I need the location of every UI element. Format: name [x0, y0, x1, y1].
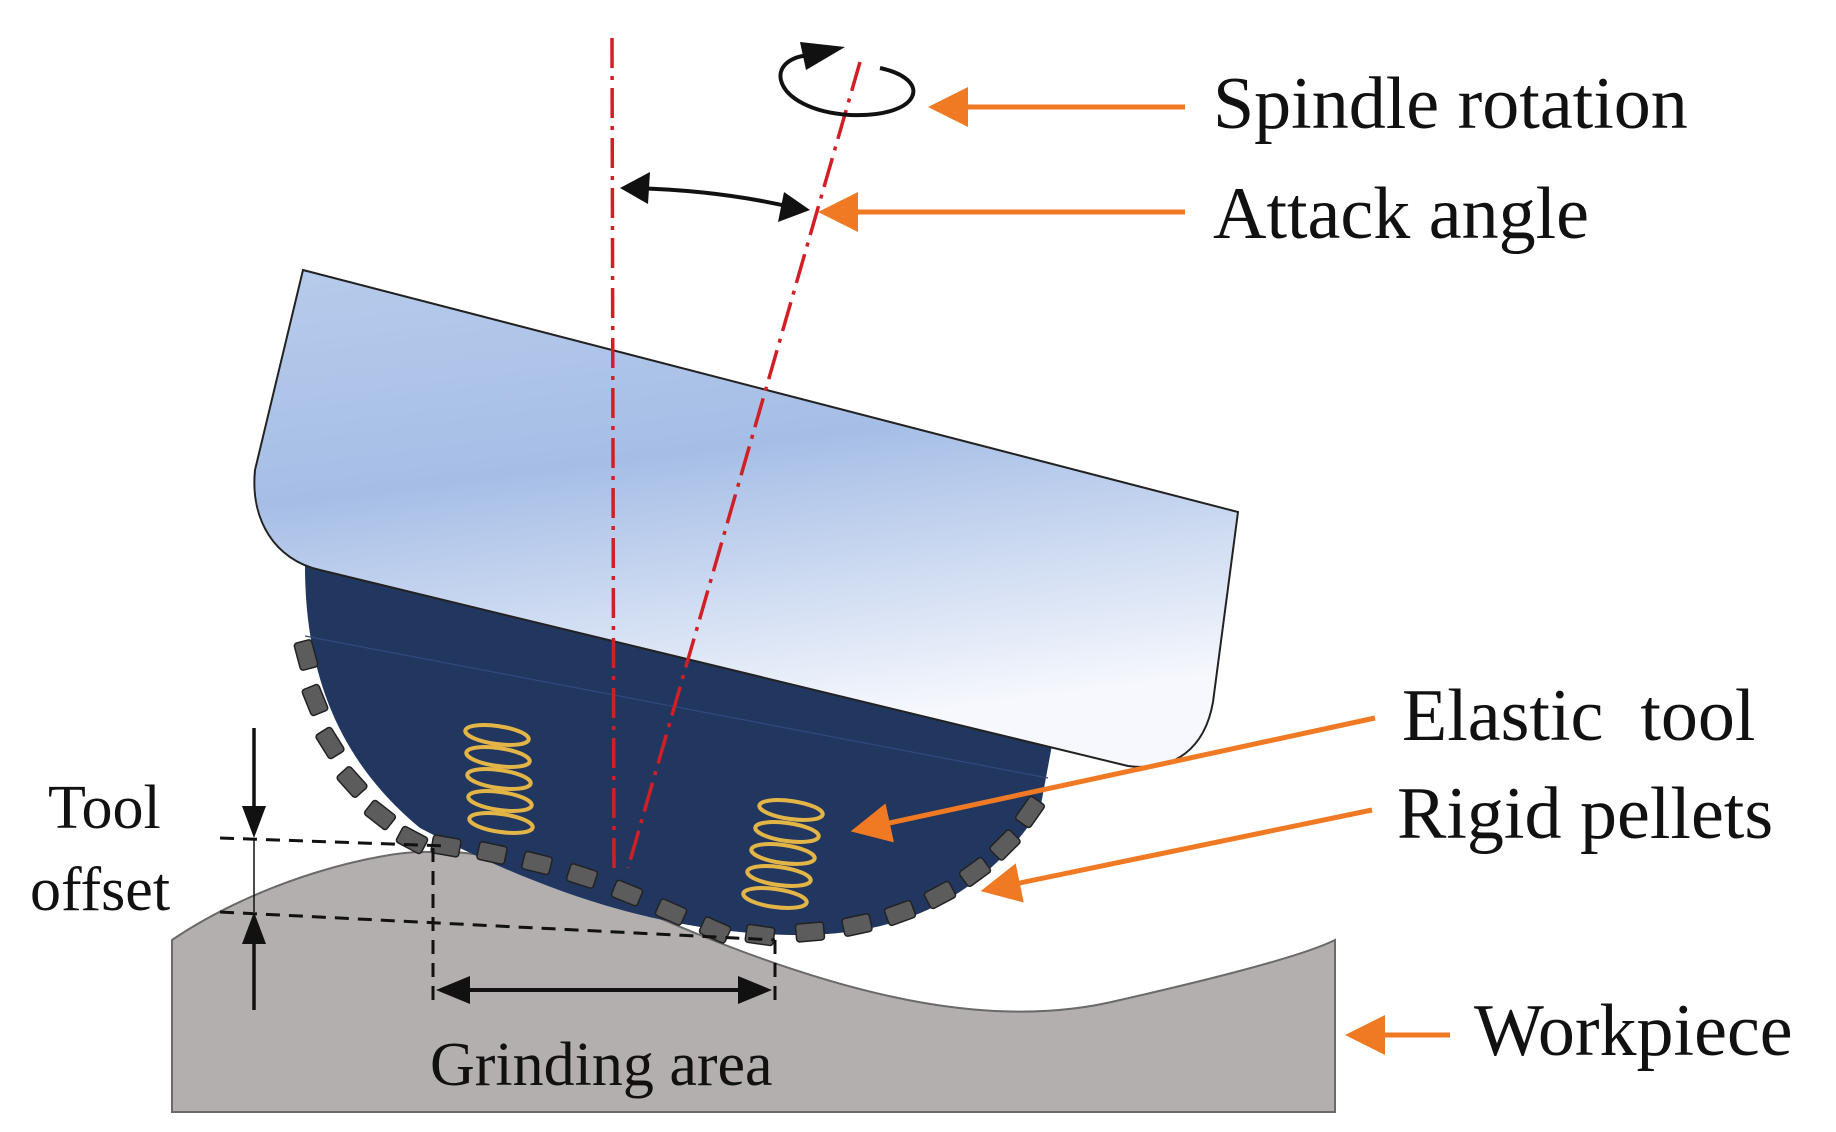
attack-angle-arrowhead-left-icon — [620, 172, 650, 204]
attack-angle-arrowhead-right-icon — [778, 192, 810, 222]
elastic-tool-label: Elastic tool — [1402, 675, 1756, 757]
elastic-tool-body — [305, 566, 1052, 935]
rigid-pellets — [293, 639, 1045, 947]
tool-offset-arrowhead-down-icon — [242, 806, 266, 838]
rigid-pellets-label: Rigid pellets — [1397, 773, 1773, 855]
spindle-rotation-label: Spindle rotation — [1213, 63, 1688, 145]
grinding-area-label: Grinding area — [430, 1031, 773, 1099]
spring-right — [741, 798, 825, 910]
vertical-axis-line — [610, 37, 616, 869]
tool-holder — [253, 268, 1240, 768]
tool-seam — [304, 635, 1049, 779]
rigid-pellets-callout — [980, 807, 1373, 903]
spring-left — [463, 723, 535, 835]
workpiece-body — [171, 850, 1336, 1113]
tool-offset-label-line1: Tool — [48, 774, 161, 842]
spindle-rotation-icon — [778, 53, 916, 118]
rotation-arrowhead-icon — [800, 42, 845, 70]
workpiece-label: Workpiece — [1474, 990, 1793, 1072]
tool-offset-label-line2: offset — [30, 856, 170, 924]
tool-offset-line-top — [219, 836, 449, 848]
grinding-area-arrowhead-left-icon — [436, 976, 470, 1004]
attack-angle-label: Attack angle — [1213, 173, 1589, 255]
elastic-tool-callout — [850, 715, 1376, 843]
tool-offset-arrowhead-up-icon — [242, 912, 266, 944]
tool-offset-line-bottom — [219, 910, 776, 942]
attack-angle-arc — [629, 186, 796, 210]
grinding-area-arrowhead-right-icon — [738, 976, 772, 1004]
